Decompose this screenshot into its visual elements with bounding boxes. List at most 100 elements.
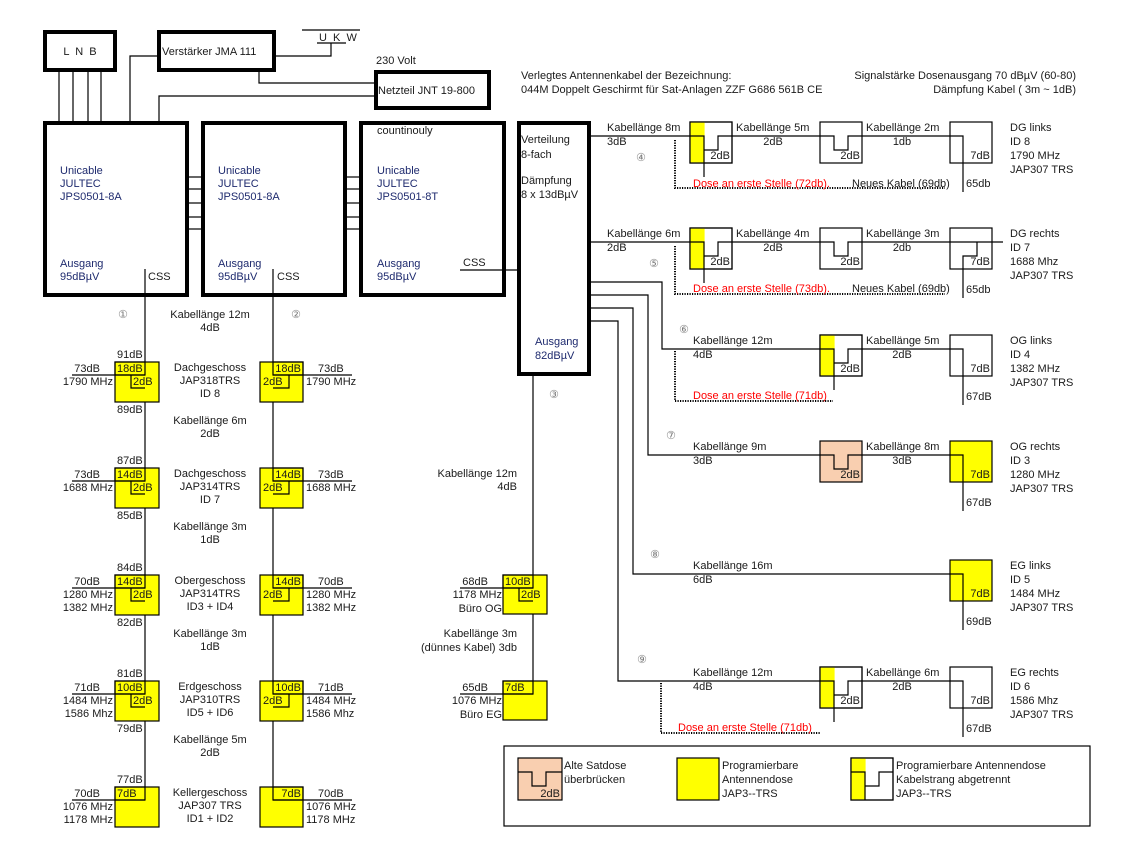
tap-path	[950, 573, 964, 630]
tap-loss: 14dB	[275, 576, 301, 588]
room-label: Büro OG	[459, 603, 502, 615]
end-socket-level: 67dB	[966, 497, 992, 509]
cable-loss: 1db	[893, 136, 911, 148]
cable-loss: 2db	[893, 242, 911, 254]
legend-frame	[503, 745, 1091, 827]
office-cable-length: Kabellänge 3m	[444, 628, 517, 640]
output-level: 95dBµV	[377, 271, 417, 283]
end-socket-tap: 7dB	[970, 256, 990, 268]
legend-text: JAP3--TRS	[896, 788, 952, 800]
through-path	[518, 588, 533, 602]
through-loss: 2dB	[521, 589, 541, 601]
end-socket	[949, 121, 993, 164]
cable-length: Kabellänge 4m	[736, 228, 809, 240]
multiswitch-1: Unicable JULTEC JPS0501-8A Ausgang 95dBµ…	[43, 121, 189, 297]
distributor-box	[517, 121, 591, 376]
circuit-number-1: ①	[118, 308, 128, 321]
input-level: 84dB	[117, 562, 143, 574]
multiswitch-line: JULTEC	[377, 178, 418, 190]
socket-loss: 2dB	[840, 695, 860, 707]
separated-path	[834, 348, 862, 364]
floor-name: Erdgeschoss	[178, 681, 242, 693]
through-loss: 2dB	[133, 589, 153, 601]
tap-loss: 14dB	[117, 469, 143, 481]
port-label: CSS	[277, 271, 300, 283]
socket-model: JAP314TRS	[180, 588, 241, 600]
left-frequency: 1382 MHz	[63, 602, 113, 614]
left-programmable-socket	[114, 680, 160, 722]
receiver-id: ID5 + ID6	[187, 707, 234, 719]
office-riser: Kabellänge 12m 4dB 10dB 2dB 68dB 1178 MH…	[421, 375, 548, 721]
old-bridged-socket	[819, 440, 863, 483]
socket-loss: 2dB	[710, 256, 730, 268]
output-label: Ausgang	[377, 258, 420, 270]
output-level: 65dB	[462, 682, 488, 694]
tap-path	[950, 454, 964, 511]
left-output-level: 73dB	[74, 363, 100, 375]
office-socket-og: 10dB 2dB 68dB 1178 MHz Büro OG	[453, 574, 548, 615]
cable-loss: 1dB	[200, 641, 220, 653]
bridge-path	[518, 771, 562, 787]
separated-path	[704, 241, 732, 257]
cable-length: Kabellänge 3m	[173, 628, 246, 640]
socket-loss: 2dB	[840, 469, 860, 481]
socket-outline	[819, 334, 863, 377]
tap-path	[962, 242, 978, 298]
separated-path	[704, 135, 732, 151]
first-socket-note: Dose an erste Stelle (73db).	[693, 283, 830, 295]
through-loss: 2dB	[263, 589, 283, 601]
right-frequency: 1586 Mhz	[306, 708, 354, 720]
cable-loss: 3dB	[607, 136, 627, 148]
tap-path	[690, 241, 705, 283]
power-supply-box	[374, 70, 491, 110]
frequency: 1586 Mhz	[1010, 695, 1058, 707]
receiver-id: ID1 + ID2	[187, 813, 234, 825]
old-cable-route	[660, 683, 820, 734]
port-label: CSS	[148, 271, 171, 283]
end-socket-level: 65db	[966, 284, 990, 296]
programmable-socket-symbol	[676, 757, 720, 801]
through-loss: 2dB	[133, 376, 153, 388]
office-cable-length: Kabellänge 12m	[437, 468, 517, 480]
multiswitch-interconnects	[188, 176, 359, 230]
input-level: 81dB	[117, 668, 143, 680]
trunk-cable-length: Kabellänge 12m	[170, 309, 250, 321]
through-path	[130, 694, 145, 708]
tap-path	[690, 135, 705, 177]
floor-name: Kellergeschoss	[173, 787, 248, 799]
circuit-number-2: ②	[291, 308, 301, 321]
tap-path	[950, 135, 964, 192]
circuit-number-4: ④	[636, 151, 646, 164]
cable-loss: 2dB	[200, 747, 220, 759]
cable-length: Kabellänge 6m	[173, 415, 246, 427]
frequency: 1178 MHz	[453, 589, 502, 601]
frequency: 1790 MHz	[1010, 150, 1060, 162]
right-programmable-socket	[259, 361, 304, 403]
multiswitch-box	[201, 121, 347, 297]
room-label: EG links	[1010, 560, 1051, 572]
right-frequency: 1688 MHz	[306, 482, 356, 494]
output-level: 82dB	[117, 617, 143, 629]
left-frequency: 1280 MHz	[63, 589, 113, 601]
receiver-id: ID 4	[1010, 349, 1030, 361]
office-cable-loss: 4dB	[497, 481, 517, 493]
tap-loss: 18dB	[117, 363, 143, 375]
office-cable-loss: (dünnes Kabel) 3db	[421, 642, 517, 654]
header-notes: Verlegtes Antennenkabel der Bezeichnung:…	[521, 70, 1076, 96]
cable-length: Kabellänge 5m	[173, 734, 246, 746]
through-path	[130, 588, 145, 602]
power-supply-label: Netzteil JNT 19-800	[378, 85, 475, 97]
socket-model: JAP307 TRS	[178, 800, 241, 812]
cable-loss: 4dB	[693, 349, 713, 361]
through-path	[273, 694, 290, 708]
socket-model: JAP307 TRS	[1010, 270, 1073, 282]
room-label: OG rechts	[1010, 441, 1061, 453]
